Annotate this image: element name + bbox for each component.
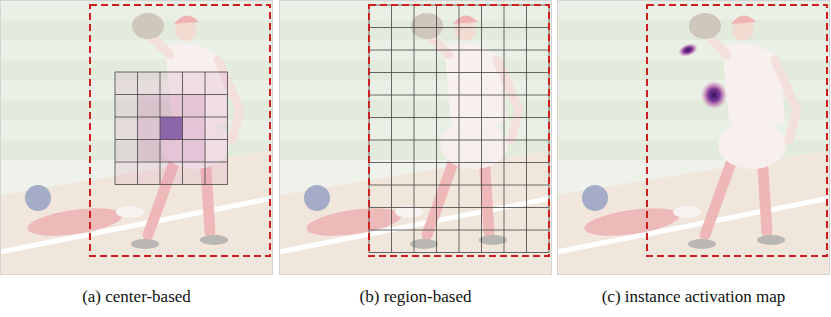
shoe xyxy=(131,239,159,249)
grid-line xyxy=(115,184,228,185)
glove xyxy=(132,13,164,39)
grid-line xyxy=(369,27,549,28)
panel-border xyxy=(558,1,830,275)
photo-ground xyxy=(557,0,830,275)
grid-line xyxy=(369,117,549,118)
grid-line xyxy=(481,5,482,253)
grid-line xyxy=(369,72,549,73)
grid-line xyxy=(369,50,549,51)
grid-line xyxy=(227,72,228,185)
grid-line xyxy=(115,162,228,163)
grid-line xyxy=(369,230,549,231)
grid-line xyxy=(205,72,206,185)
grass-stripe xyxy=(557,60,830,80)
grid-line xyxy=(369,95,549,96)
grid-line xyxy=(115,117,228,118)
grid-tint xyxy=(115,72,228,185)
grid-line xyxy=(504,5,505,253)
grid-line xyxy=(414,5,415,253)
grid-line xyxy=(115,139,228,140)
player-cap xyxy=(453,15,478,24)
photo-panel xyxy=(0,0,273,275)
region-grid xyxy=(369,5,549,253)
center-grid xyxy=(115,72,228,185)
player-cap xyxy=(174,15,199,24)
activation-blob xyxy=(677,41,700,59)
grid-line xyxy=(526,5,527,253)
grid-line xyxy=(436,5,437,253)
grass-stripe xyxy=(0,40,273,60)
runner-leg xyxy=(116,206,144,218)
panel-border xyxy=(280,1,552,275)
panel-caption: (c) instance activation map xyxy=(602,287,786,307)
grid-line xyxy=(182,72,183,185)
bounding-box xyxy=(369,5,549,256)
panel-caption: (b) region-based xyxy=(360,287,472,307)
grass-stripe xyxy=(279,60,552,80)
center-cell xyxy=(160,117,183,140)
photo-ground xyxy=(0,0,273,275)
grid-line xyxy=(369,207,549,208)
panel-border xyxy=(1,1,273,275)
runner-helmet xyxy=(304,185,330,211)
grass-stripe xyxy=(557,40,830,60)
grid-line xyxy=(369,185,549,186)
shoe xyxy=(757,235,785,245)
glove xyxy=(689,13,721,39)
player-cap xyxy=(731,15,756,24)
panel-caption: (a) center-based xyxy=(82,287,191,307)
bounding-box xyxy=(90,5,270,256)
shoe xyxy=(688,239,716,249)
runner-helmet xyxy=(25,185,51,211)
photo-panel xyxy=(557,0,830,275)
glove xyxy=(411,13,443,39)
runner-helmet xyxy=(582,185,608,211)
grid-line xyxy=(369,162,549,163)
shoe xyxy=(479,235,507,245)
shoe xyxy=(200,235,228,245)
grid-line xyxy=(369,140,549,141)
grid-line xyxy=(391,5,392,253)
player-arms xyxy=(429,35,519,140)
grid-line xyxy=(160,72,161,185)
runner-leg xyxy=(673,206,701,218)
photo-ground xyxy=(279,0,552,275)
grid-line xyxy=(137,72,138,185)
grid-line xyxy=(115,72,116,185)
grid-line xyxy=(115,72,228,73)
grass-stripe xyxy=(279,40,552,60)
player-pants xyxy=(718,121,786,169)
photo-panel xyxy=(279,0,552,275)
grid-line xyxy=(459,5,460,253)
player-pants xyxy=(440,121,508,169)
grid-line xyxy=(115,94,228,95)
activation-blob xyxy=(701,81,727,109)
grid-line xyxy=(369,252,549,253)
neighbour-tint xyxy=(138,95,206,163)
bounding-box xyxy=(647,5,827,256)
